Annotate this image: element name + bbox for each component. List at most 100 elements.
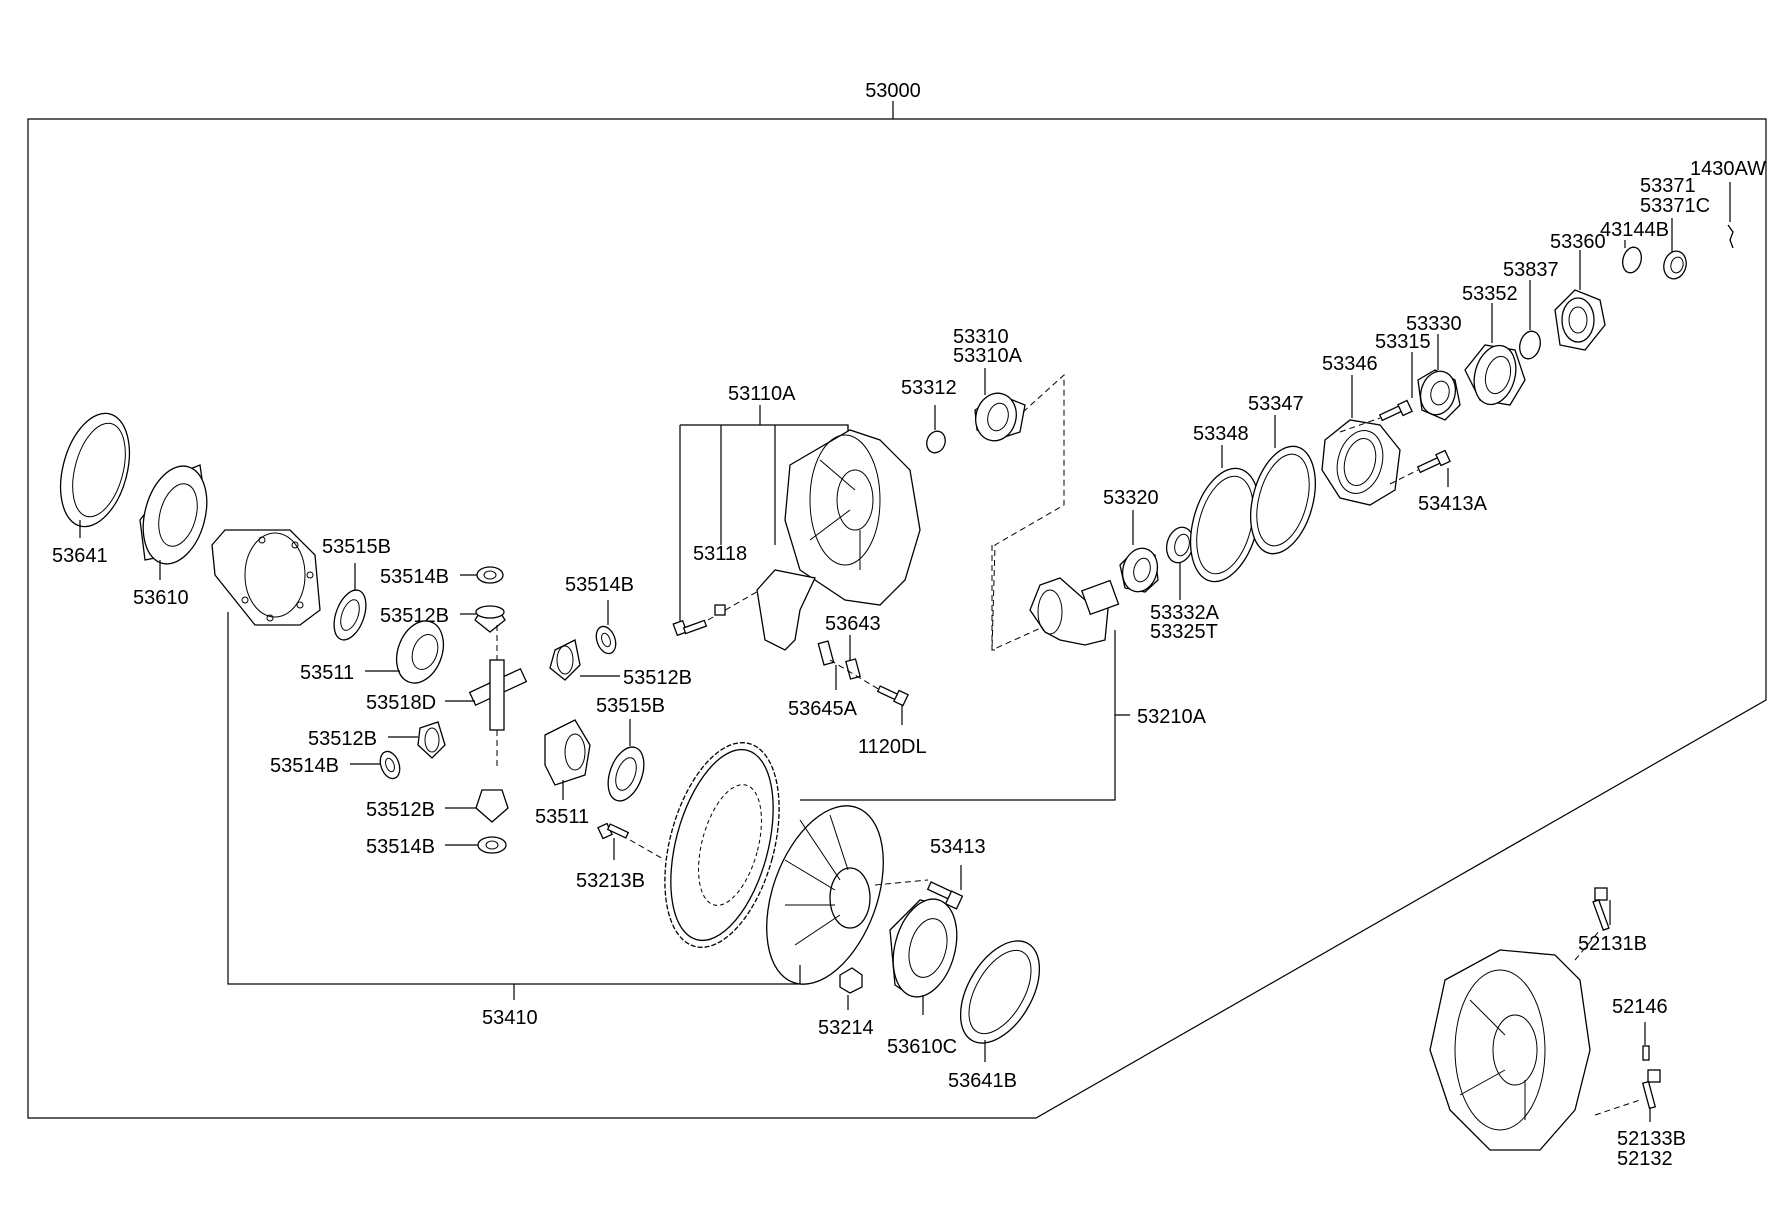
label-53320: 53320 xyxy=(1103,487,1159,509)
label-53512B-a: 53512B xyxy=(380,605,449,627)
label-53610C: 53610C xyxy=(887,1036,957,1058)
label-53514B-c: 53514B xyxy=(270,755,339,777)
label-53118: 53118 xyxy=(693,543,747,565)
bearing-race-53641B xyxy=(959,940,1041,1044)
cotter-pin-1430AW xyxy=(1727,224,1734,249)
bolt-53413 xyxy=(874,879,964,910)
label-53213B: 53213B xyxy=(576,870,645,892)
label-53332A: 53332A xyxy=(1150,602,1220,624)
label-53512B-b: 53512B xyxy=(623,667,692,689)
label-53515B-b: 53515B xyxy=(596,695,665,717)
label-53312: 53312 xyxy=(901,377,957,399)
ring-gear xyxy=(664,742,780,948)
pinion-gear-53512B-d xyxy=(475,789,509,823)
label-53514B-a: 53514B xyxy=(380,566,449,588)
stud-52146 xyxy=(1642,1045,1650,1061)
label-53610: 53610 xyxy=(133,587,189,609)
washer-53514B-c xyxy=(379,750,401,780)
label-53511-b: 53511 xyxy=(535,806,589,828)
label-53645A: 53645A xyxy=(788,698,858,720)
bolt-53315 xyxy=(1339,399,1413,433)
label-52146: 52146 xyxy=(1612,996,1668,1018)
nut-53214 xyxy=(839,967,863,994)
label-53514B-d: 53514B xyxy=(366,836,435,858)
washer-53514B-b xyxy=(595,625,617,655)
bearing-53610C xyxy=(889,898,958,998)
label-53210A: 53210A xyxy=(1137,706,1207,728)
label-53515B-a: 53515B xyxy=(322,536,391,558)
label-53310: 53310 xyxy=(953,326,1009,348)
bearing-53310 xyxy=(974,392,1026,442)
label-53371: 53371 xyxy=(1640,175,1696,197)
label-53315: 53315 xyxy=(1375,331,1431,353)
side-gear-53511-a xyxy=(395,620,445,684)
label-53348: 53348 xyxy=(1193,423,1249,445)
lock-plate-53643 xyxy=(817,640,881,691)
label-53330: 53330 xyxy=(1406,313,1462,335)
bearing-retainer-53346 xyxy=(1321,419,1401,506)
differential-flange xyxy=(766,805,884,985)
label-53346: 53346 xyxy=(1322,353,1378,375)
pinion-gear-53512B-a xyxy=(474,605,506,633)
carrier-housing-53110A xyxy=(784,429,921,606)
label-52132: 52132 xyxy=(1617,1148,1673,1170)
label-53643: 53643 xyxy=(825,613,881,635)
label-53214: 53214 xyxy=(818,1017,874,1039)
side-gear-53511-b xyxy=(544,719,591,786)
label-53837: 53837 xyxy=(1503,259,1559,281)
cross-pin-53518D xyxy=(468,625,528,770)
label-53347: 53347 xyxy=(1248,393,1304,415)
washer-53514B-d xyxy=(477,836,507,854)
label-53371C: 53371C xyxy=(1640,195,1710,217)
label-53352: 53352 xyxy=(1462,283,1518,305)
bolt-53213B xyxy=(597,822,666,861)
thrust-washer-53515B-a xyxy=(333,589,367,641)
bolt-52133B xyxy=(1594,1069,1661,1116)
label-53360: 53360 xyxy=(1550,231,1606,253)
thrust-washer-53515B-b xyxy=(607,746,645,802)
pinion-gear-53512B-b xyxy=(549,639,581,681)
washer-53514B-a xyxy=(476,566,504,584)
label-52133B: 52133B xyxy=(1617,1128,1686,1150)
label-53413: 53413 xyxy=(930,836,986,858)
label-53413A: 53413A xyxy=(1418,493,1488,515)
label-53518D: 53518D xyxy=(366,692,436,714)
differential-case-53410 xyxy=(211,529,321,626)
label-53512B-c: 53512B xyxy=(308,728,377,750)
label-53641: 53641 xyxy=(52,545,108,567)
label-53410: 53410 xyxy=(482,1007,538,1029)
bearing-53320 xyxy=(1119,547,1159,593)
cap-bracket xyxy=(756,569,816,651)
label-53110A: 53110A xyxy=(728,383,796,405)
label-53325T: 53325T xyxy=(1150,621,1218,643)
label-53641B: 53641B xyxy=(948,1070,1017,1092)
label-52131B: 52131B xyxy=(1578,933,1647,955)
snap-ring-53312 xyxy=(926,430,946,454)
spacer-53332A xyxy=(1165,526,1195,564)
bolt-53413A xyxy=(1389,449,1451,485)
label-1430AW: 1430AW xyxy=(1690,158,1766,180)
bolt-52131B xyxy=(1574,887,1610,961)
label-53514B-b: 53514B xyxy=(565,574,634,596)
assembly-boundary xyxy=(27,118,1767,1119)
bearing-53610 xyxy=(139,464,208,565)
pinion-gear-53512B-c xyxy=(417,721,446,759)
shim-53118 xyxy=(714,604,726,616)
label-53512B-d: 53512B xyxy=(366,799,435,821)
o-ring-53837 xyxy=(1519,330,1541,360)
axle-housing xyxy=(1429,949,1591,1151)
bearing-race-53641 xyxy=(59,412,131,528)
bolt-1120DL xyxy=(876,685,909,707)
label-53310A: 53310A xyxy=(953,345,1023,367)
label-53511-a: 53511 xyxy=(300,662,354,684)
drive-pinion-53210A xyxy=(1029,577,1120,646)
oil-seal-53352 xyxy=(1464,344,1526,406)
label-43144B: 43144B xyxy=(1600,219,1669,241)
flange-nut-53371 xyxy=(1663,250,1687,280)
companion-flange-53360 xyxy=(1554,289,1606,351)
gasket-53347 xyxy=(1250,445,1316,555)
label-53000: 53000 xyxy=(865,80,921,102)
bearing-53330 xyxy=(1417,369,1461,421)
label-1120DL: 1120DL xyxy=(858,736,927,758)
